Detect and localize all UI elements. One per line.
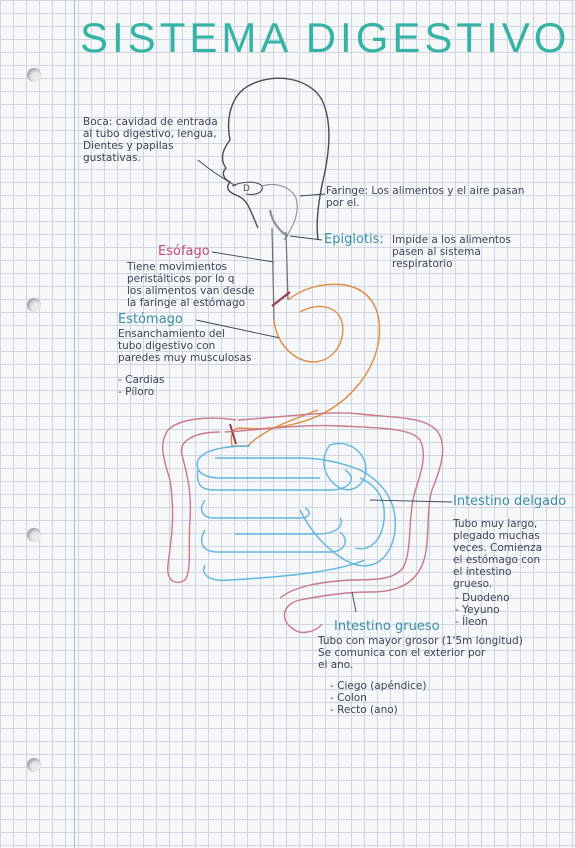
page-title: SISTEMA DIGESTIVO: [80, 14, 571, 61]
label-grueso-name: Intestino grueso: [334, 619, 440, 634]
grueso-part-colon: - Colon: [330, 692, 367, 704]
label-delgado-desc: Tubo muy largo, plegado muchas veces. Co…: [453, 518, 543, 590]
label-faringe: Faringe: Los alimentos y el aire pasan p…: [326, 185, 525, 209]
binder-hole: [27, 528, 41, 542]
delgado-part-ileon: - Íleon: [455, 616, 488, 628]
estomago-part-piloro: - Píloro: [118, 386, 155, 398]
delgado-part-yeyuno: - Yeyuno: [455, 604, 500, 616]
svg-text:D: D: [243, 184, 250, 194]
head-outline: [221, 77, 330, 241]
estomago-part-cardias: - Cardias: [118, 374, 165, 386]
label-epiglotis-desc: Impide a los alimentos pasen al sistema …: [392, 234, 511, 270]
grueso-part-recto: - Recto (ano): [330, 704, 398, 716]
binder-hole: [27, 68, 41, 82]
label-epiglotis-name: Epiglotis:: [324, 232, 384, 247]
binder-hole: [27, 758, 41, 772]
label-grueso-desc: Tubo con mayor grosor (1'5m longitud) Se…: [318, 635, 523, 671]
small-intestine-shape: [196, 442, 396, 582]
label-esofago-name: Esófago: [158, 244, 210, 259]
notebook-margin-line: [74, 0, 75, 848]
label-estomago-name: Estómago: [118, 312, 183, 327]
label-delgado-name: Intestino delgado: [453, 494, 567, 509]
large-intestine-shape: [161, 412, 444, 634]
delgado-part-duodeno: - Duodeno: [455, 592, 510, 604]
binder-hole: [27, 298, 41, 312]
label-boca: Boca: cavidad de entrada al tubo digesti…: [83, 116, 218, 164]
label-estomago-desc: Ensanchamiento del tubo digestivo con pa…: [118, 328, 252, 364]
label-esofago-desc: Tiene movimientos peristálticos por lo q…: [127, 261, 255, 309]
grueso-part-ciego: - Ciego (apéndice): [330, 680, 427, 692]
